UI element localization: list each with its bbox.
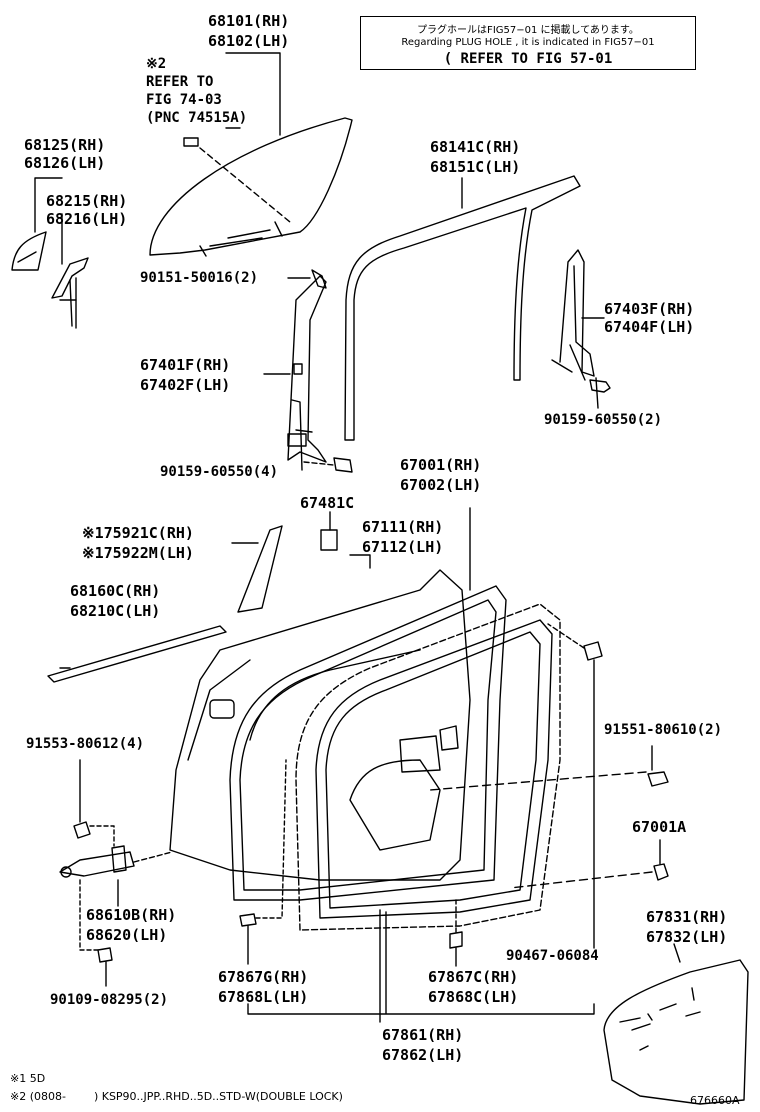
bolt-90159b: [589, 379, 611, 393]
leader-68125: [34, 177, 63, 233]
refer-mark: ※2: [146, 56, 167, 72]
door-glass: [149, 117, 353, 257]
bolt-90109: [97, 947, 113, 963]
clip-67867g: [239, 913, 257, 927]
part-label-91553: 91553-80612(4): [26, 736, 145, 752]
part-label-67867g: 67867G(RH): [218, 968, 309, 986]
part-label-67001a: 67001A: [632, 818, 687, 836]
part-label-67868l: 67868L(LH): [218, 988, 309, 1006]
bolt-67001a: [653, 863, 669, 881]
dash-90109: [79, 879, 99, 951]
part-label-68210c: 68210C(LH): [70, 602, 161, 620]
door-frame-weatherstrip: [295, 603, 561, 931]
part-label-68620: 68620(LH): [86, 926, 168, 944]
part-label-68141c: 68141C(RH): [430, 138, 521, 156]
part-label-67481c: 67481C: [300, 494, 355, 512]
refer-line-3: (PNC 74515A): [146, 110, 248, 126]
part-label-67001: 67001(RH): [400, 456, 482, 474]
dash-67401-bolt: [303, 461, 335, 466]
part-label-67832: 67832(LH): [646, 928, 728, 946]
door-hinge: [59, 845, 135, 878]
plug-hole-notice: プラグホールはFIG57−01 に掲載してあります。 Regarding PLU…: [360, 16, 696, 70]
part-label-68160c: 68160C(RH): [70, 582, 161, 600]
footnote-1: ※1 5D: [10, 1072, 46, 1085]
part-label-67868c: 67868C(LH): [428, 988, 519, 1006]
dash-91551: [429, 771, 647, 791]
part-label-75921c: ※175921C(RH): [82, 524, 194, 542]
refer-line-1: REFER TO: [146, 74, 214, 90]
part-label-67402f: 67402F(LH): [140, 376, 231, 394]
dash-91553: [89, 825, 115, 847]
part-label-68102: 68102(LH): [208, 32, 290, 50]
part-label-68151c: 68151C(LH): [430, 158, 521, 176]
part-label-90159-2: 90159-60550(2): [544, 412, 663, 428]
part-label-67111: 67111(RH): [362, 518, 444, 536]
part-label-68125: 68125(RH): [24, 136, 106, 154]
plug-67481c: [320, 529, 338, 551]
bolt-90151: [311, 269, 327, 289]
front-channel: [287, 275, 327, 471]
part-label-67867c: 67867C(RH): [428, 968, 519, 986]
part-label-75922m: ※175922M(LH): [82, 544, 194, 562]
belt-moulding: [47, 625, 227, 683]
leader-67861: [247, 909, 595, 1023]
part-label-68101: 68101(RH): [208, 12, 290, 30]
bolt-91553: [73, 821, 91, 839]
leader-68101: [225, 52, 281, 136]
dash-67001a: [509, 871, 653, 889]
refer-line-2: FIG 74-03: [146, 92, 222, 108]
service-hole-cover: [603, 959, 749, 1105]
part-label-90467: 90467-06084: [506, 948, 599, 964]
part-label-68126: 68126(LH): [24, 154, 106, 172]
bolt-91551: [647, 771, 669, 787]
leader-67831: [673, 943, 681, 963]
part-label-67002: 67002(LH): [400, 476, 482, 494]
bolt-90159a: [333, 457, 353, 473]
footnote-2: ※2 (0808- ) KSP90..JPP..RHD..5D..STD-W(D…: [10, 1090, 343, 1103]
dash-hinge: [133, 851, 173, 863]
clip-67867c: [449, 931, 463, 949]
part-label-90159-4: 90159-60550(4): [160, 464, 279, 480]
part-label-67403f: 67403F(RH): [604, 300, 695, 318]
door-inner-details: [349, 725, 459, 851]
clip-90467: [583, 641, 603, 661]
dash-glass-clip: [199, 147, 291, 223]
part-label-67401f: 67401F(RH): [140, 356, 231, 374]
part-label-68216: 68216(LH): [46, 210, 128, 228]
rear-channel: [551, 249, 595, 381]
part-label-91551: 91551-80610(2): [604, 722, 723, 738]
part-label-67404f: 67404F(LH): [604, 318, 695, 336]
leader-67111: [349, 554, 371, 569]
figure-code: 676660A: [690, 1094, 740, 1107]
door-glass-run: [344, 175, 581, 441]
part-label-67112: 67112(LH): [362, 538, 444, 556]
quarter-weatherstrip: [51, 257, 89, 329]
part-label-90109: 90109-08295(2): [50, 992, 169, 1008]
part-label-67862: 67862(LH): [382, 1046, 464, 1064]
part-label-68610b: 68610B(RH): [86, 906, 177, 924]
leader-90159b: [595, 377, 599, 409]
notice-line-2: Regarding PLUG HOLE , it is indicated in…: [401, 37, 655, 48]
quarter-glass: [11, 231, 47, 271]
part-label-67831: 67831(RH): [646, 908, 728, 926]
part-label-90151: 90151-50016(2): [140, 270, 259, 286]
dash-67867g: [255, 759, 287, 919]
notice-line-3: ( REFER TO FIG 57-01: [443, 51, 613, 67]
dash-90467: [547, 623, 585, 649]
part-label-67861: 67861(RH): [382, 1026, 464, 1044]
notice-line-1: プラグホールはFIG57−01 に掲載してあります。: [417, 25, 639, 36]
pillar-garnish: [237, 525, 283, 613]
part-label-68215: 68215(RH): [46, 192, 128, 210]
